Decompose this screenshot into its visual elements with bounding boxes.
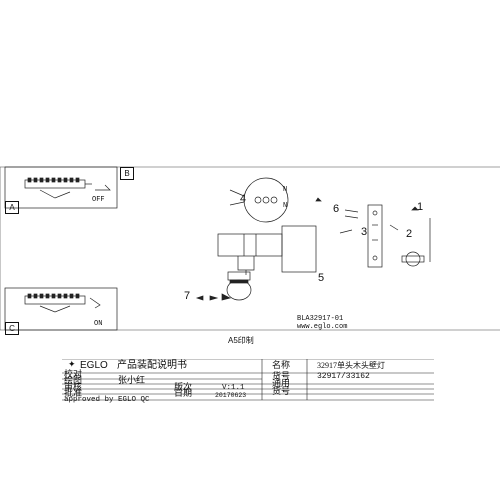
wall-plate-drawing (315, 197, 431, 268)
panel-a-tag: A (5, 201, 19, 214)
callout-6: 6 (333, 203, 340, 215)
switch-off-label: OFF (92, 196, 105, 204)
label-approve: 批准 (64, 388, 83, 398)
print-size-label: A5印制 (228, 336, 254, 345)
website: www.eglo.com (297, 323, 348, 331)
eglo-logo-icon: ✦ (68, 359, 76, 369)
label-general: 通用 (272, 378, 291, 388)
callout-5: 5 (318, 272, 325, 284)
label-item-no-2: 货号 (272, 386, 291, 396)
wire-mark-n-1: N (283, 186, 288, 194)
label-review: 审核 (64, 382, 83, 392)
panel-b-tag: B (120, 167, 134, 180)
value-date: 20170623 (215, 392, 247, 399)
label-check: 校对 (64, 369, 83, 379)
value-item-no: 32917/33162 (317, 372, 370, 381)
brand-name: EGLO (80, 360, 108, 371)
callout-7: 7 (184, 290, 191, 302)
page-frame (0, 166, 500, 331)
title-block: ✦ EGLO 产品装配说明书 校对 绘图 张小红 审核 版次 V:1.1 批准 … (62, 359, 434, 405)
lamp-assembly-drawing (217, 177, 317, 275)
label-drawn: 绘图 (64, 375, 83, 385)
callout-4: 4 (240, 193, 247, 205)
panel-c-switch-on (4, 287, 118, 331)
label-item-no: 货号 (272, 371, 291, 381)
label-date: 日期 (174, 388, 193, 398)
callout-3: 3 (361, 226, 368, 238)
label-edition: 版次 (174, 382, 193, 392)
panel-c-tag: C (5, 322, 19, 335)
title-block-grid (62, 359, 434, 401)
value-edition: V:1.1 (222, 384, 245, 392)
callout-2: 2 (406, 228, 413, 240)
approved-by: approved by EGLO QC (64, 396, 150, 404)
panel-b-switch-off (4, 166, 118, 209)
bulb-socket-drawing (195, 271, 252, 301)
document-heading: 产品装配说明书 (117, 360, 187, 371)
label-name: 名称 (272, 360, 291, 370)
value-drawn-by: 张小红 (118, 375, 146, 385)
switch-on-label: ON (94, 320, 103, 328)
model-code: BLA32917-01 (297, 315, 344, 323)
value-name: 32917单头木头壁灯 (317, 361, 385, 370)
callout-1: 1 (417, 201, 424, 213)
wire-mark-n-2: N (283, 202, 288, 210)
